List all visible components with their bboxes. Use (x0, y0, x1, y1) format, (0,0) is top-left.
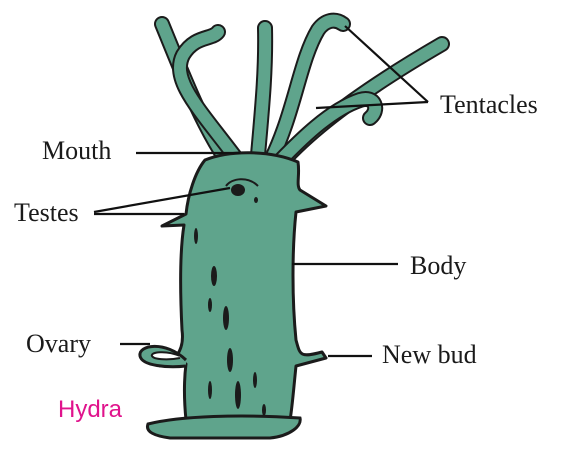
tentacles-group (162, 21, 442, 165)
label-ovary: Ovary (26, 331, 91, 357)
label-tentacles: Tentacles (440, 92, 538, 118)
diagram-caption: Hydra (58, 398, 122, 422)
hydra-base (147, 416, 300, 438)
label-new-bud: New bud (382, 342, 477, 368)
label-testes: Testes (14, 200, 79, 226)
label-mouth: Mouth (42, 138, 111, 164)
label-body: Body (410, 253, 466, 279)
